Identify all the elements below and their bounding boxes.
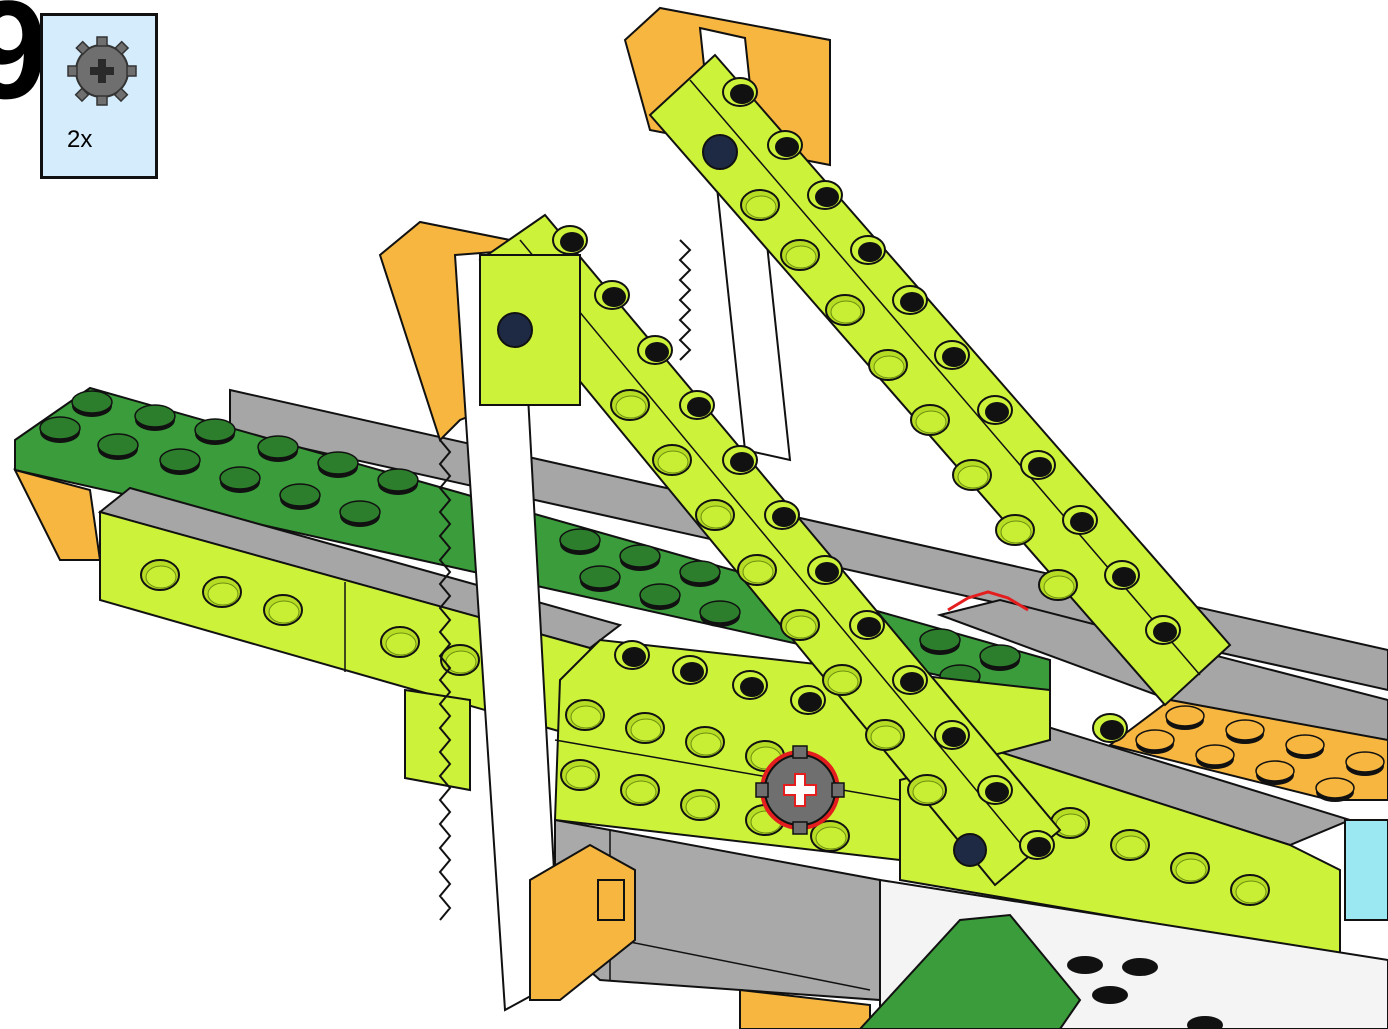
axle-pin-front	[498, 313, 532, 347]
axle-pin-back	[703, 135, 737, 169]
light-blue-part	[1345, 820, 1388, 920]
axle-pin-lower	[954, 834, 986, 866]
gear-icon	[65, 34, 139, 108]
parts-callout: 2x	[40, 13, 158, 179]
rack-teeth-back	[680, 240, 690, 360]
part-quantity: 2x	[67, 126, 92, 154]
lime-block-lower	[405, 690, 470, 790]
